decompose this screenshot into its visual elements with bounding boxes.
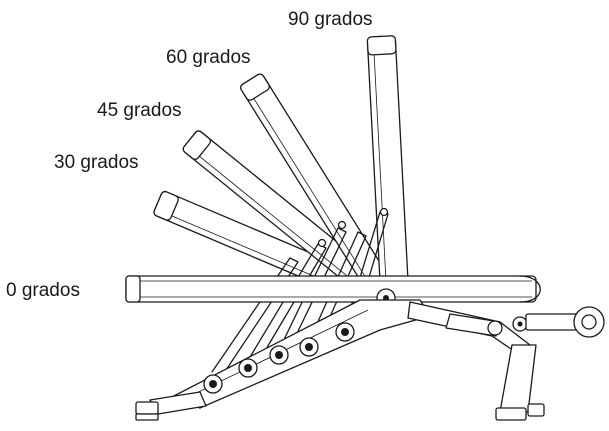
label-30-degrees: 30 grados bbox=[54, 152, 139, 173]
rear-foot bbox=[495, 407, 527, 421]
label-60-degrees: 60 grados bbox=[166, 47, 251, 68]
backrest-90-degrees bbox=[366, 35, 410, 302]
seat-pad-flat bbox=[125, 275, 541, 303]
label-45-degrees: 45 grados bbox=[97, 100, 182, 121]
label-0-degrees: 0 grados bbox=[6, 280, 80, 301]
front-foot bbox=[135, 401, 159, 415]
bench-frame bbox=[135, 299, 605, 421]
label-90-degrees: 90 grados bbox=[288, 9, 373, 30]
ladder-adjuster bbox=[203, 322, 355, 394]
